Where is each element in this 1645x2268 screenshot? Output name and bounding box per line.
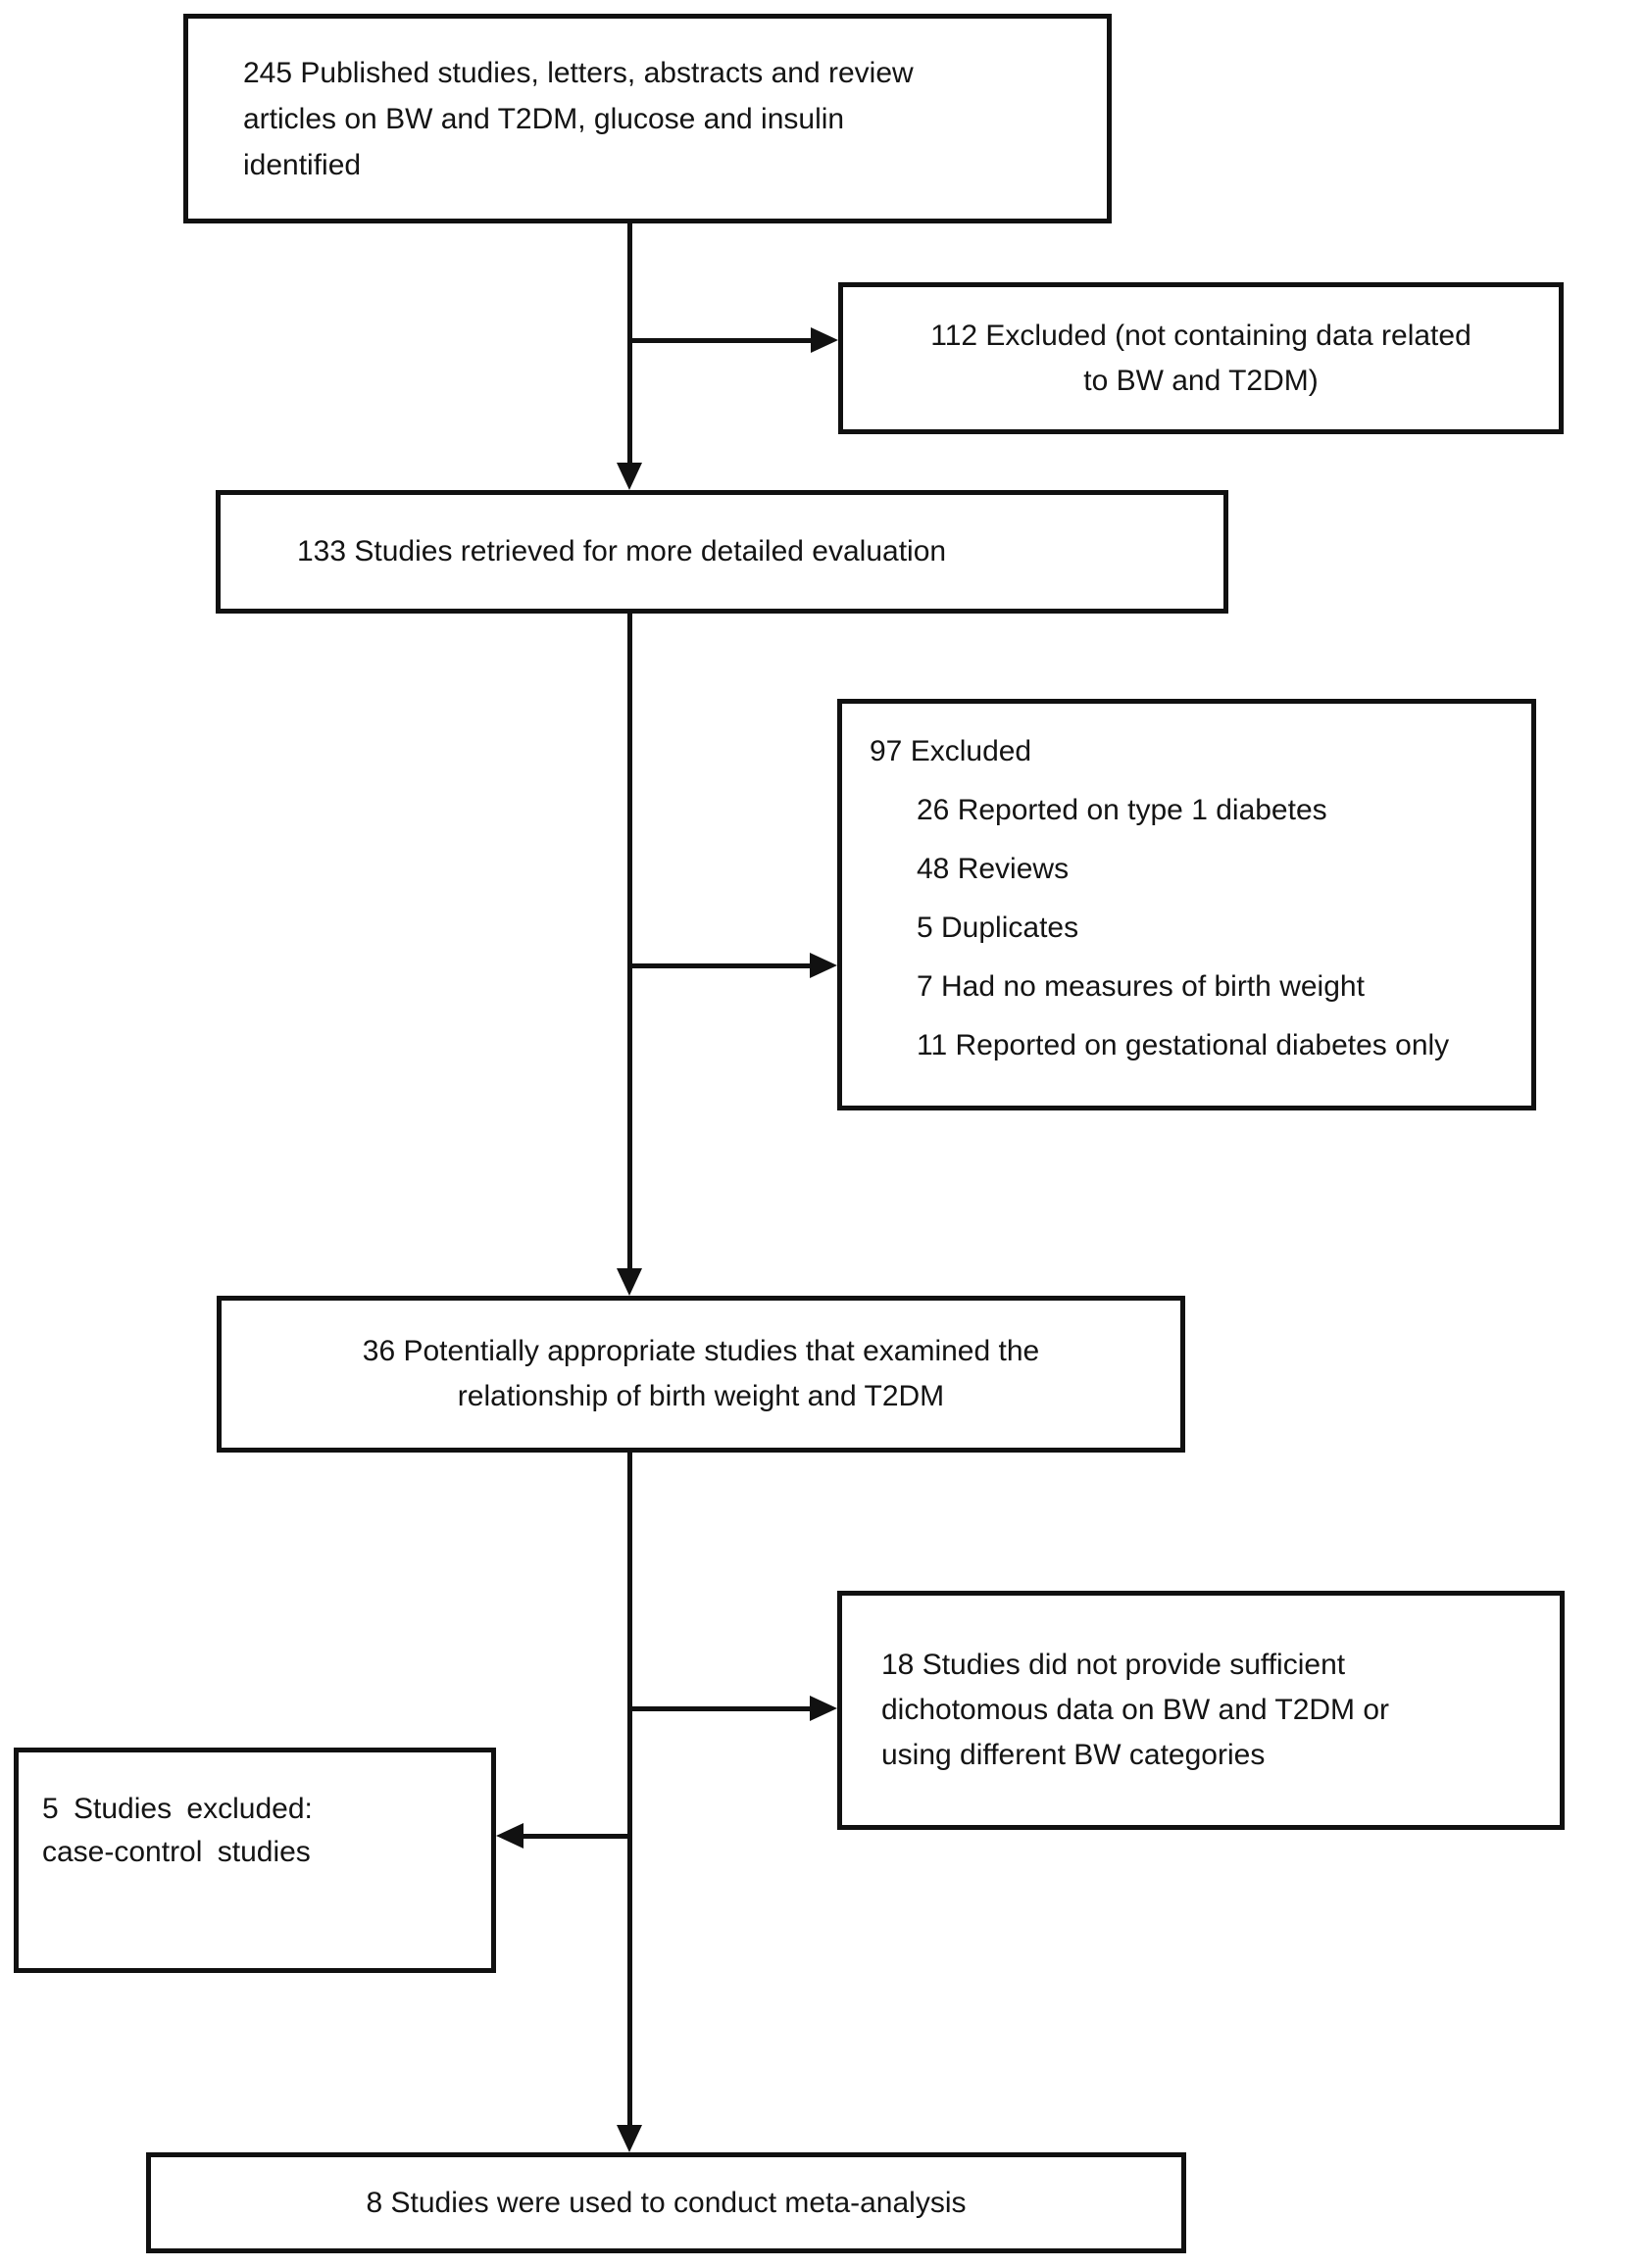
box-meta-analysis: 8 Studies were used to conduct meta-anal…	[146, 2152, 1186, 2253]
arrow-branch-to-excluded-evaluation-shaft	[629, 963, 811, 968]
arrow-retrieved-to-appropriate-shaft	[627, 614, 632, 1270]
box-potentially-appropriate: 36 Potentially appropriate studies that …	[217, 1296, 1185, 1453]
box-excluded-evaluation-header: 97 Excluded	[870, 735, 1032, 767]
arrow-branch-to-insufficient-shaft	[629, 1706, 811, 1711]
box-identified-line-1: 245 Published studies, letters, abstract…	[243, 56, 914, 89]
box-identified-line-3: identified	[243, 148, 362, 181]
box-casecontrol-excluded-line-2: case-control studies	[42, 1836, 311, 1868]
box-excluded-initial: 112 Excluded (not containing data relate…	[838, 282, 1564, 434]
arrowhead-left-icon	[496, 1823, 523, 1849]
box-identified-line-2: articles on BW and T2DM, glucose and ins…	[243, 102, 845, 135]
arrow-appropriate-to-final-shaft	[627, 1453, 632, 2127]
excluded-reason-no-birth-weight: 7 Had no measures of birth weight	[917, 970, 1365, 1003]
arrowhead-right-icon	[811, 327, 838, 353]
arrowhead-right-icon	[810, 953, 837, 978]
box-meta-analysis-line-1: 8 Studies were used to conduct meta-anal…	[366, 2186, 967, 2219]
arrow-branch-to-casecontrol-shaft	[523, 1834, 632, 1839]
arrow-branch-to-excluded-initial-shaft	[629, 338, 812, 343]
excluded-reason-type1-diabetes: 26 Reported on type 1 diabetes	[917, 794, 1327, 826]
excluded-reason-duplicates: 5 Duplicates	[917, 912, 1079, 944]
box-excluded-initial-line-1: 112 Excluded (not containing data relate…	[930, 319, 1471, 352]
box-insufficient-data-line-2: dichotomous data on BW and T2DM or	[881, 1694, 1390, 1726]
box-casecontrol-excluded-line-1: 5 Studies excluded:	[42, 1793, 313, 1825]
box-insufficient-data-line-1: 18 Studies did not provide sufficient	[881, 1649, 1346, 1681]
box-casecontrol-excluded: 5 Studies excluded: case-control studies	[14, 1748, 496, 1973]
box-insufficient-data-line-3: using different BW categories	[881, 1739, 1266, 1771]
box-studies-retrieved-line-1: 133 Studies retrieved for more detailed …	[297, 535, 947, 567]
box-potentially-appropriate-line-1: 36 Potentially appropriate studies that …	[362, 1335, 1040, 1367]
box-excluded-evaluation: 97 Excluded 26 Reported on type 1 diabet…	[837, 699, 1536, 1110]
box-potentially-appropriate-line-2: relationship of birth weight and T2DM	[457, 1380, 945, 1412]
box-studies-retrieved: 133 Studies retrieved for more detailed …	[216, 490, 1228, 614]
box-insufficient-data: 18 Studies did not provide sufficient di…	[837, 1591, 1565, 1830]
excluded-reason-gestational: 11 Reported on gestational diabetes only	[917, 1029, 1450, 1061]
box-identified-studies: 245 Published studies, letters, abstract…	[183, 14, 1112, 223]
arrowhead-down-icon	[617, 1268, 642, 1296]
arrow-identified-to-retrieved-shaft	[627, 223, 632, 465]
box-excluded-initial-line-2: to BW and T2DM)	[1083, 364, 1319, 397]
arrowhead-right-icon	[810, 1696, 837, 1721]
arrowhead-down-icon	[617, 463, 642, 490]
excluded-reason-reviews: 48 Reviews	[917, 853, 1070, 885]
arrowhead-down-icon	[617, 2125, 642, 2152]
